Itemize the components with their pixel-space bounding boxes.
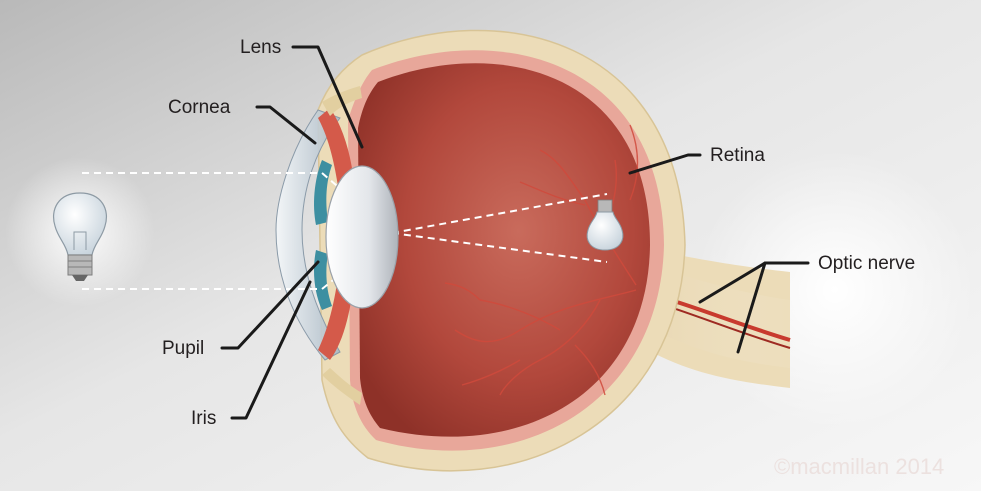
label-optic-nerve: Optic nerve xyxy=(818,253,915,274)
copyright-text: ©macmillan 2014 xyxy=(774,454,944,479)
label-cornea: Cornea xyxy=(168,97,231,118)
label-retina: Retina xyxy=(710,145,765,166)
lens xyxy=(326,166,398,308)
label-pupil: Pupil xyxy=(162,338,204,359)
label-lens: Lens xyxy=(240,37,281,58)
label-iris: Iris xyxy=(191,408,216,429)
